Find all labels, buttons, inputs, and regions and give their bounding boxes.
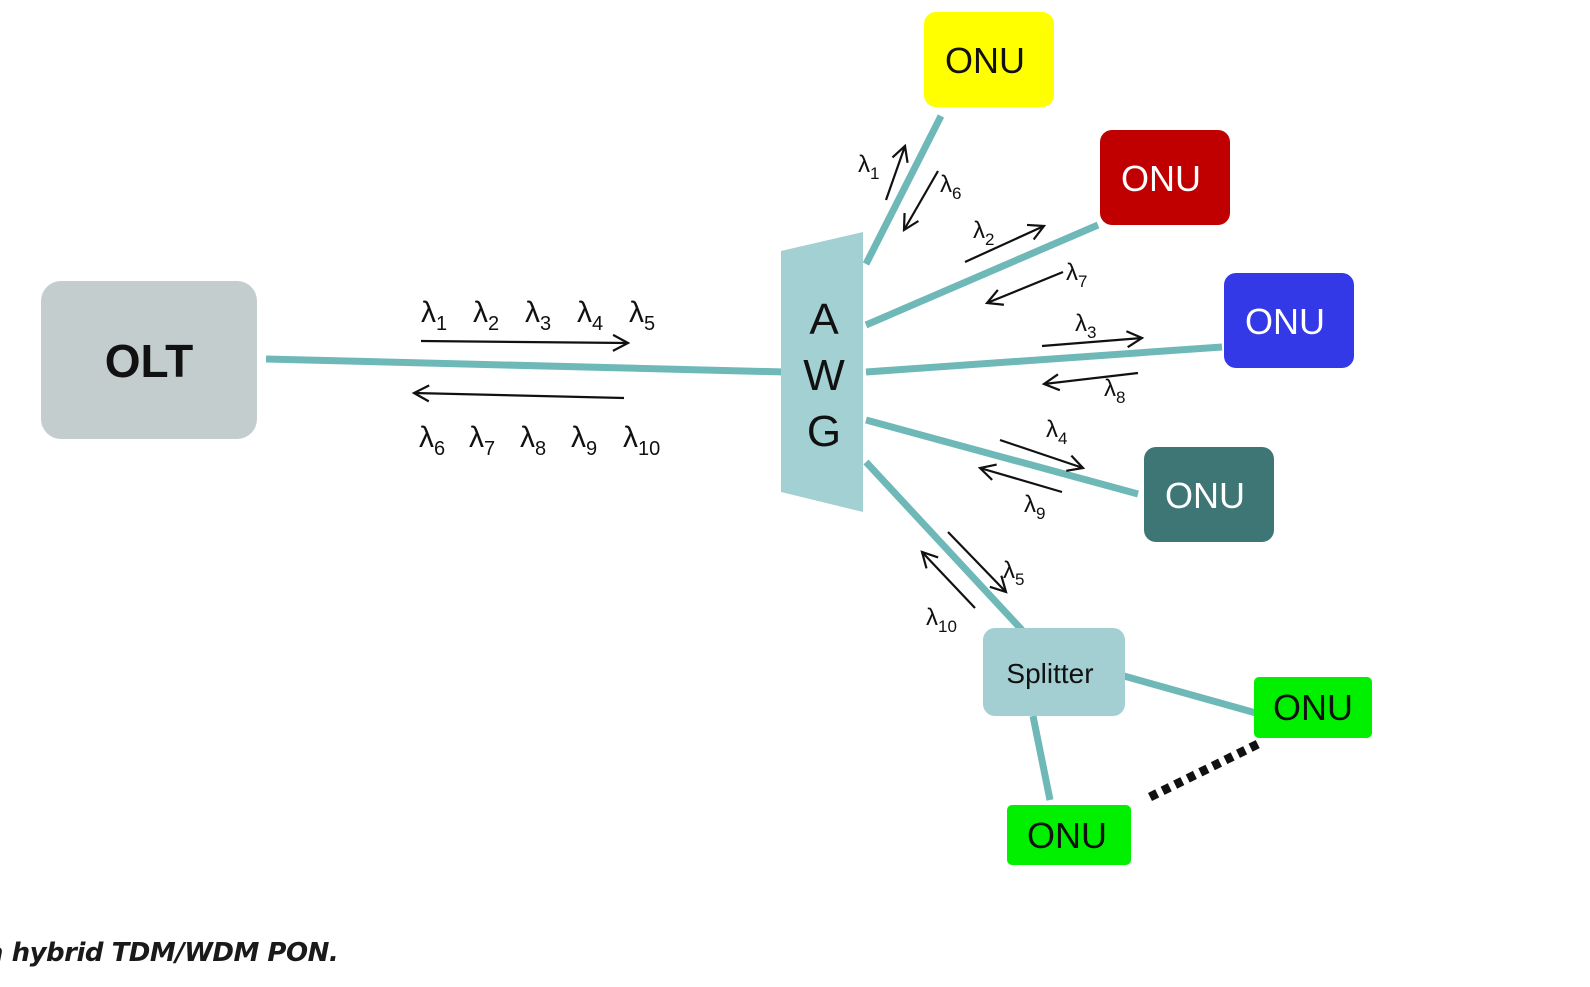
fiber-splitter-onu-6 <box>1029 715 1054 801</box>
wavelength-label: λ2 <box>973 217 994 249</box>
fiber-splitter-onu-5 <box>1123 672 1257 717</box>
fiber-branch-onu-4 <box>865 416 1139 498</box>
wavelength-label: λ1 <box>858 151 879 183</box>
awg-letter-g: G <box>807 407 841 456</box>
onu-node: ONU <box>1100 130 1230 225</box>
figure-caption: a hybrid TDM/WDM PON. <box>0 938 339 968</box>
trunk-downstream-labels: λ1 λ2 λ3 λ4 λ5 <box>421 296 655 335</box>
onu-label: ONU <box>1245 301 1325 342</box>
onu-box <box>1224 273 1354 368</box>
wavelength-label: λ7 <box>469 421 495 460</box>
onu-label: ONU <box>1165 475 1245 516</box>
wavelength-label: λ7 <box>1066 259 1087 291</box>
splitter-box <box>983 628 1125 716</box>
onu-label: ONU <box>1273 687 1353 728</box>
olt-node: OLT <box>41 281 257 439</box>
onu-node: ONU <box>1224 273 1354 368</box>
onu-label: ONU <box>1121 158 1201 199</box>
branch-1-up-arrow <box>902 170 939 233</box>
wavelength-label: λ10 <box>623 421 660 460</box>
splitter-node: Splitter <box>983 628 1125 716</box>
fiber-branch-onu-1 <box>862 114 945 266</box>
splitter-label: Splitter <box>1006 658 1093 689</box>
awg-letter-w: W <box>803 351 845 400</box>
fiber-trunk <box>265 355 786 376</box>
onu-box <box>1254 677 1372 738</box>
trunk-upstream-labels: λ6 λ7 λ8 λ9 λ10 <box>419 421 660 460</box>
fiber-branch-onu-2 <box>864 221 1100 329</box>
wavelength-label: λ5 <box>1003 557 1024 589</box>
branch-5-up-arrow <box>920 550 976 609</box>
branch-3-down-arrow <box>1041 330 1145 349</box>
wavelength-label: λ8 <box>520 421 546 460</box>
wavelength-label: λ9 <box>1024 491 1045 523</box>
fiber-branch-onu-3 <box>865 343 1223 376</box>
onu-node: ONU <box>924 12 1054 107</box>
awg-shape <box>781 232 863 512</box>
wavelength-label: λ2 <box>473 296 499 335</box>
wavelength-label: λ5 <box>629 296 655 335</box>
branch-2-up-arrow <box>984 270 1064 306</box>
branch-labels: λ1 λ6 λ2 λ7 λ3 λ8 λ4 λ9 λ5 λ10 <box>858 151 1125 636</box>
awg-node: A W G <box>781 232 863 512</box>
wavelength-label: λ3 <box>1075 310 1096 342</box>
wavelength-label: λ8 <box>1104 375 1125 407</box>
branch-arrows <box>884 143 1145 609</box>
wavelength-label: λ4 <box>577 296 603 335</box>
branch-4-down-arrow <box>999 438 1086 472</box>
wavelength-label: λ3 <box>525 296 551 335</box>
wavelength-label: λ6 <box>419 421 445 460</box>
wavelength-label: λ4 <box>1046 416 1067 448</box>
trunk-downstream-arrow <box>420 333 631 352</box>
branch-2-down-arrow <box>964 223 1047 264</box>
branch-5-down-arrow <box>947 531 1008 594</box>
awg-letter-a: A <box>809 295 839 344</box>
onu-box <box>924 12 1054 107</box>
olt-label: OLT <box>105 335 194 387</box>
more-onus-ellipsis <box>1148 739 1260 802</box>
onu-box <box>1007 805 1131 865</box>
onu-box <box>1100 130 1230 225</box>
fiber-branch-splitter <box>863 459 1025 633</box>
onu-node: ONU <box>1254 677 1372 738</box>
wavelength-label: λ1 <box>421 296 447 335</box>
trunk-upstream-arrow <box>411 384 625 403</box>
onu-box <box>1144 447 1274 542</box>
onu-label: ONU <box>945 40 1025 81</box>
onu-node: ONU <box>1007 805 1131 865</box>
fibers <box>265 114 1257 801</box>
wavelength-label: λ10 <box>926 604 957 636</box>
olt-box <box>41 281 257 439</box>
wavelength-label: λ9 <box>571 421 597 460</box>
onu-label: ONU <box>1027 815 1107 856</box>
wavelength-label: λ6 <box>940 171 961 203</box>
onu-node: ONU <box>1144 447 1274 542</box>
branch-3-up-arrow <box>1041 371 1139 392</box>
branch-4-up-arrow <box>977 463 1063 494</box>
branch-1-down-arrow <box>884 143 909 201</box>
